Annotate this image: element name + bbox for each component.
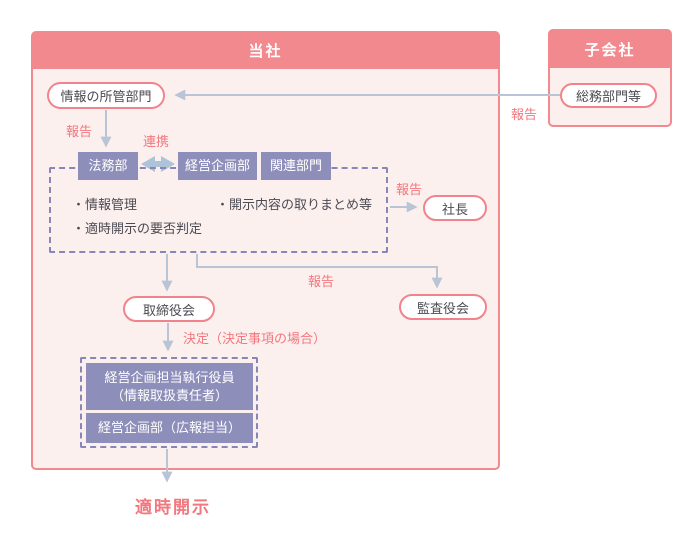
- label-decision: 決定（決定事項の場合）: [183, 331, 327, 346]
- node-board-of-directors: 取締役会: [123, 296, 215, 322]
- node-related-dept: 関連部門: [261, 152, 331, 180]
- node-general-affairs-dept: 総務部門等: [560, 83, 657, 108]
- node-audit-board: 監査役会: [399, 294, 487, 320]
- node-corporate-planning-dept: 経営企画部: [178, 152, 257, 180]
- label-timely-disclosure: 適時開示: [135, 498, 211, 517]
- label-report-audit: 報告: [308, 274, 335, 289]
- label-cooperation: 連携: [143, 134, 170, 149]
- label-report-info: 報告: [66, 124, 93, 139]
- label-report-subsidiary: 報告: [511, 107, 538, 122]
- subsidiary-header: 子会社: [549, 30, 671, 68]
- company-header: 当社: [32, 32, 499, 69]
- node-info-owner-dept: 情報の所管部門: [47, 82, 165, 109]
- duty-timely-disclosure-judgement: ・適時開示の要否判定: [72, 221, 203, 236]
- node-president: 社長: [423, 195, 487, 221]
- label-report-president: 報告: [396, 182, 423, 197]
- exec-officer-title: 経営企画担当執行役員: [104, 369, 235, 385]
- node-legal-dept: 法務部: [78, 152, 138, 180]
- duty-disclosure-compilation: ・開示内容の取りまとめ等: [216, 197, 373, 212]
- disclosure-team-box: [80, 357, 258, 448]
- subsidiary-box: 子会社: [548, 29, 672, 127]
- node-pr-team: 経営企画部（広報担当）: [86, 413, 253, 443]
- duty-info-management: ・情報管理: [72, 197, 138, 212]
- node-exec-officer: 経営企画担当執行役員 （情報取扱責任者）: [86, 363, 253, 410]
- exec-officer-subtitle: （情報取扱責任者）: [110, 387, 228, 403]
